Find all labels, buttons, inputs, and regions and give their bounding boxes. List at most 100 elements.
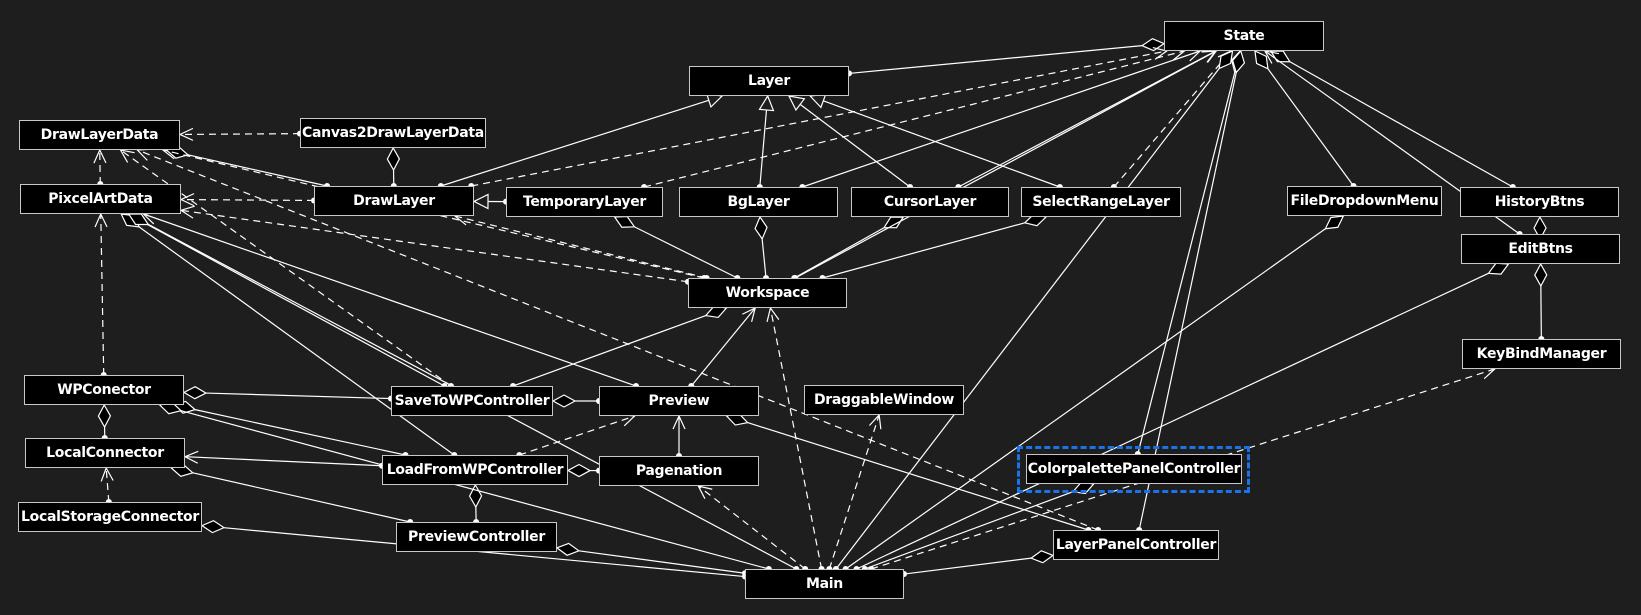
edge-line	[848, 45, 1143, 75]
edge-aggregation	[555, 542, 748, 577]
edge-association	[688, 306, 757, 389]
node-label: BgLayer	[727, 194, 790, 210]
open-arrowhead-icon	[1152, 47, 1169, 60]
node-localstorageconnector[interactable]: LocalStorageConnector	[18, 502, 202, 532]
aggregation-diamond-icon	[1218, 50, 1234, 70]
node-localconnector[interactable]: LocalConnector	[25, 438, 185, 468]
edge-dependency	[178, 127, 303, 141]
node-drawlayerdata[interactable]: DrawLayerData	[19, 120, 180, 150]
edge-line	[187, 154, 328, 187]
node-label: Workspace	[725, 285, 810, 301]
node-main[interactable]: Main	[745, 569, 904, 599]
node-savetowpcontroller[interactable]: SaveToWPController	[391, 386, 553, 416]
node-keybindmanager[interactable]: KeyBindManager	[1462, 339, 1621, 369]
edge-dependency	[179, 193, 317, 207]
node-label: WPConector	[57, 382, 151, 398]
edge-line	[856, 272, 1489, 570]
edge-dependency	[766, 306, 825, 572]
edge-line	[759, 109, 768, 188]
node-filedropdownmenu[interactable]: FileDropdownMenu	[1287, 186, 1442, 216]
node-bglayer[interactable]: BgLayer	[679, 187, 838, 217]
edge-association	[142, 212, 640, 389]
node-previewcontroller[interactable]: PreviewController	[396, 522, 557, 552]
edge-aggregation	[170, 463, 414, 525]
edge-aggregation	[819, 213, 1048, 281]
edge-aggregation	[510, 305, 728, 389]
node-layer[interactable]: Layer	[689, 66, 849, 96]
node-historybtns[interactable]: HistoryBtns	[1460, 187, 1619, 217]
edge-dependency	[100, 466, 114, 505]
open-arrowhead-icon	[1201, 50, 1218, 63]
edge-line	[192, 472, 411, 523]
open-arrowhead-icon	[178, 127, 194, 141]
aggregation-diamond-icon	[1487, 262, 1510, 275]
node-pagenation[interactable]: Pagenation	[599, 456, 759, 486]
edge-inheritance	[808, 93, 1063, 190]
aggregation-diamond-icon	[1231, 49, 1246, 74]
open-arrowhead-icon	[179, 205, 195, 219]
aggregation-diamond-icon	[468, 483, 483, 509]
node-drawlayer[interactable]: DrawLayer	[314, 186, 474, 216]
node-state[interactable]: State	[1164, 21, 1324, 51]
aggregation-diamond-icon	[1324, 215, 1345, 230]
node-draggablewindow[interactable]: DraggableWindow	[804, 385, 964, 415]
edge-line	[864, 491, 1074, 570]
aggregation-diamond-icon	[97, 403, 112, 429]
edge-line	[512, 314, 707, 387]
node-cursorlayer[interactable]: CursorLayer	[851, 187, 1009, 217]
node-temporarylayer[interactable]: TemporaryLayer	[506, 187, 663, 217]
node-label: DraggableWindow	[813, 392, 955, 408]
inheritance-triangle-icon	[808, 93, 827, 109]
node-label: Main	[806, 576, 843, 592]
node-wpconector[interactable]: WPConector	[24, 375, 184, 405]
node-label: PixcelArtData	[48, 191, 153, 207]
node-editbtns[interactable]: EditBtns	[1461, 234, 1620, 264]
node-label: Canvas2DrawLayerData	[302, 125, 484, 141]
node-label: Layer	[748, 73, 790, 89]
edge-line	[1137, 72, 1236, 455]
node-label: TemporaryLayer	[522, 194, 647, 210]
edge-line	[802, 50, 1201, 188]
aggregation-diamond-icon	[200, 519, 226, 534]
node-label: LayerPanelController	[1055, 537, 1217, 553]
edge-line	[143, 213, 637, 387]
edge-dependency	[94, 212, 108, 378]
edge-aggregation	[165, 145, 331, 189]
aggregation-diamond-icon	[882, 216, 905, 229]
node-label: Preview	[648, 393, 710, 409]
edge-dependency	[1110, 49, 1233, 190]
edge-line	[223, 527, 746, 578]
edge-inheritance	[472, 193, 509, 210]
edge-aggregation	[846, 37, 1166, 77]
edge-aggregation	[1269, 50, 1516, 190]
edge-line	[1540, 285, 1542, 340]
edge-line	[634, 226, 738, 279]
edge-dependency	[826, 413, 882, 572]
open-arrowhead-icon	[183, 450, 199, 464]
edge-line	[519, 415, 635, 456]
node-colorpalettepanelcontroller[interactable]: ColorpalettePanelController	[1026, 454, 1242, 484]
edge-aggregation	[97, 403, 112, 441]
aggregation-diamond-icon	[182, 386, 208, 400]
aggregation-diamond-icon	[1254, 49, 1269, 70]
edge-line	[179, 133, 301, 136]
edge-line	[440, 99, 709, 187]
node-pixcelartdata[interactable]: PixcelArtData	[20, 184, 181, 214]
node-selectrangelayer[interactable]: SelectRangeLayer	[1021, 187, 1181, 217]
edge-line	[205, 392, 392, 400]
aggregation-diamond-icon	[754, 215, 768, 241]
inheritance-triangle-icon	[472, 193, 489, 210]
edge-aggregation	[172, 400, 409, 458]
edge-line	[471, 50, 1167, 187]
node-loadfromwpcontroller[interactable]: LoadFromWPController	[382, 455, 568, 485]
node-workspace[interactable]: Workspace	[688, 278, 847, 308]
node-canvas2drawlayerdata[interactable]: Canvas2DrawLayerData	[300, 118, 486, 148]
edge-line	[822, 222, 1025, 279]
edge-line	[1267, 68, 1355, 187]
node-layerpanelcontroller[interactable]: LayerPanelController	[1053, 530, 1219, 560]
node-label: LocalStorageConnector	[21, 509, 199, 525]
aggregation-diamond-icon	[555, 542, 581, 556]
aggregation-diamond-icon	[551, 394, 577, 408]
edge-aggregation	[386, 146, 401, 189]
node-preview[interactable]: Preview	[599, 386, 759, 416]
